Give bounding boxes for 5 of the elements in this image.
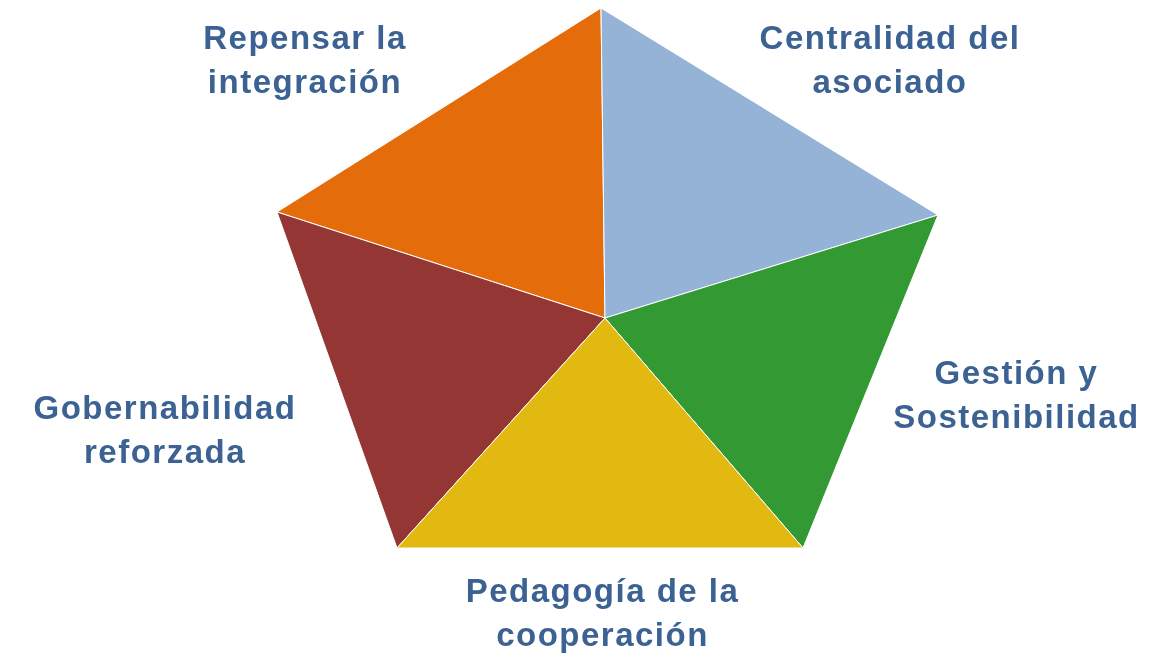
segment-label: Repensar la integración (202, 18, 408, 102)
segment-label: Centralidad del asociado (758, 18, 1022, 102)
segment-label: Pedagogía de la cooperación (464, 571, 741, 655)
segment-label: Gobernabilidad reforzada (32, 388, 298, 472)
segment-label: Gestión y Sostenibilidad (892, 353, 1141, 437)
